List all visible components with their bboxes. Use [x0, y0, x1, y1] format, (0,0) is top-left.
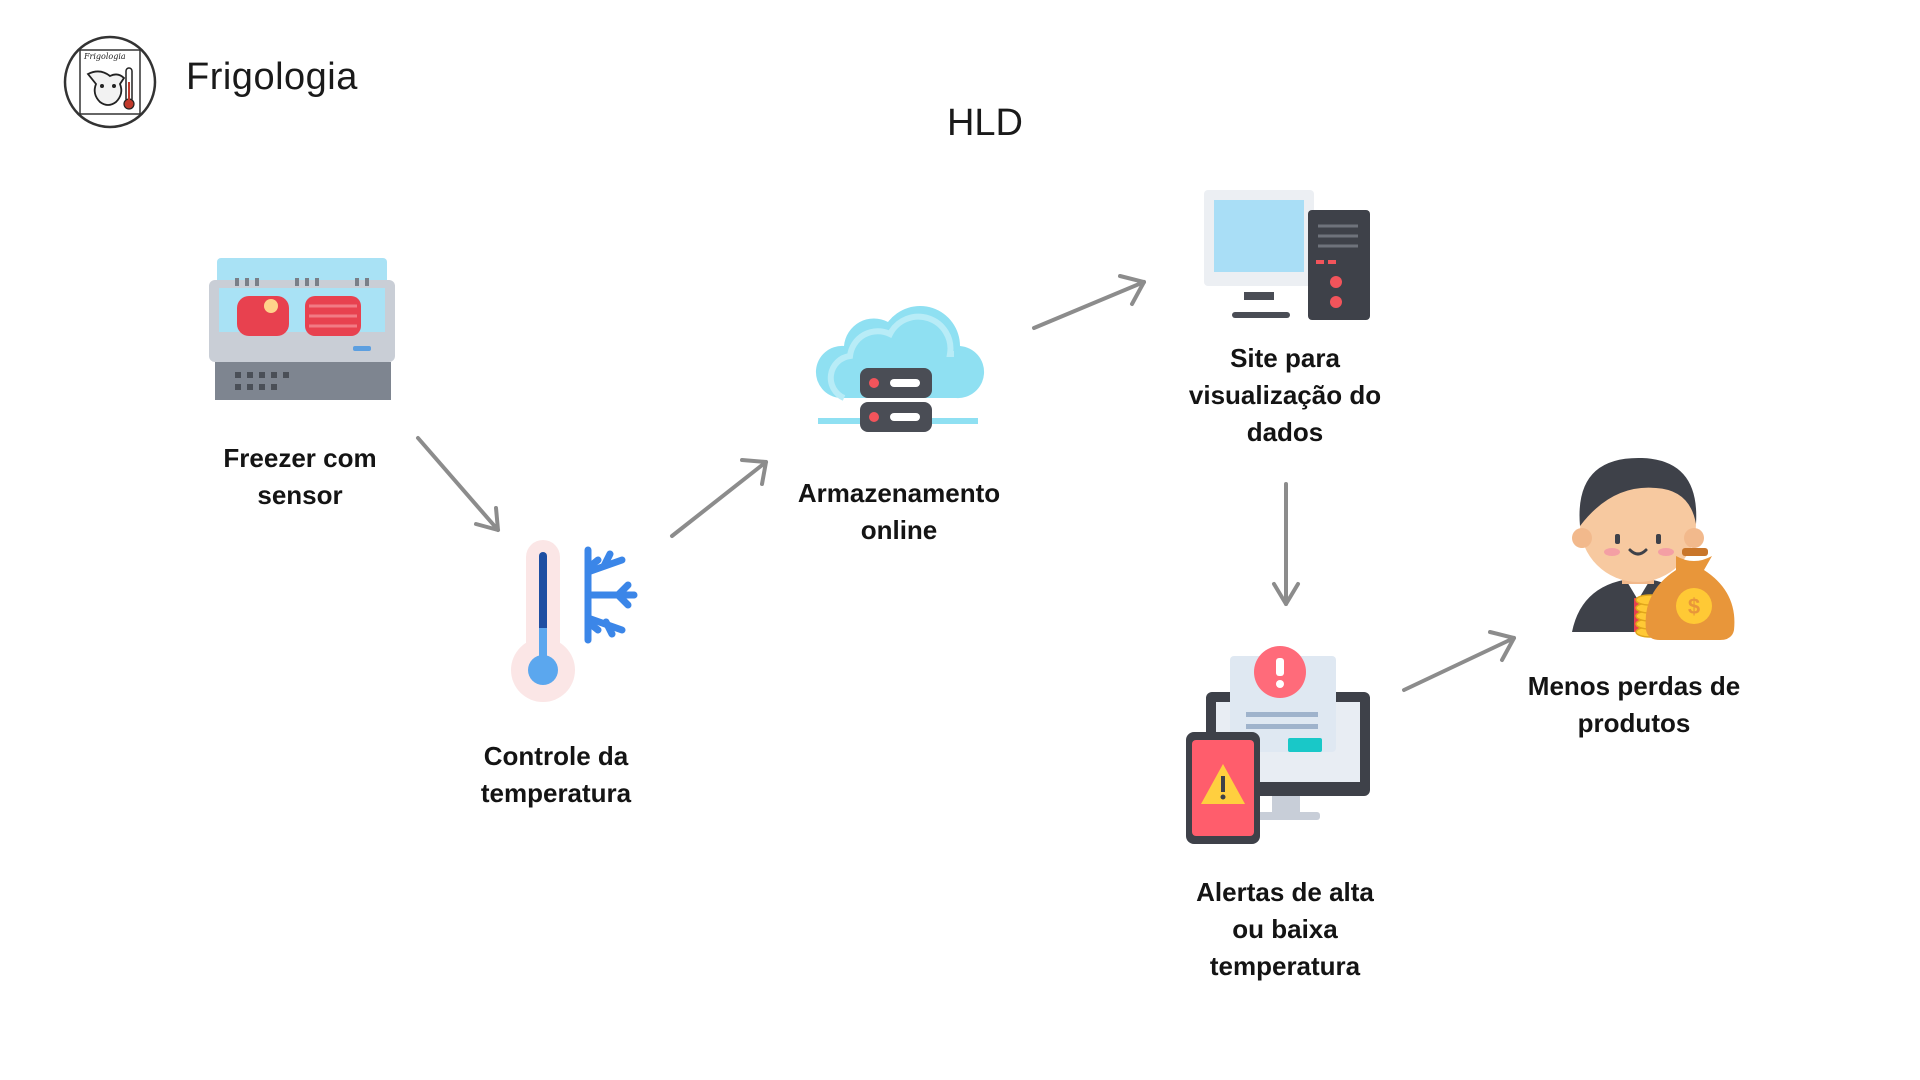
thermometer-snowflake-icon [511, 540, 638, 702]
businessman-money-icon: $ [1572, 457, 1735, 640]
svg-text:Frigologia: Frigologia [83, 52, 126, 61]
computer-icon [1204, 190, 1370, 320]
frigologia-logo: Frigologia [63, 35, 157, 129]
svg-text:$: $ [1688, 594, 1700, 619]
alert-devices-icon [1186, 646, 1370, 844]
freezer-icon [209, 258, 395, 400]
arrow-site-to-alerts [1272, 482, 1300, 606]
arrow-freezer-to-control [416, 436, 500, 532]
arrow-alerts-to-loss [1402, 630, 1516, 692]
arrow-storage-to-site [1032, 274, 1146, 330]
diagram-title: HLD [946, 102, 1024, 144]
cloud-server-icon [815, 306, 985, 432]
arrow-control-to-storage [670, 458, 768, 538]
brand-name: Frigologia [186, 56, 358, 98]
